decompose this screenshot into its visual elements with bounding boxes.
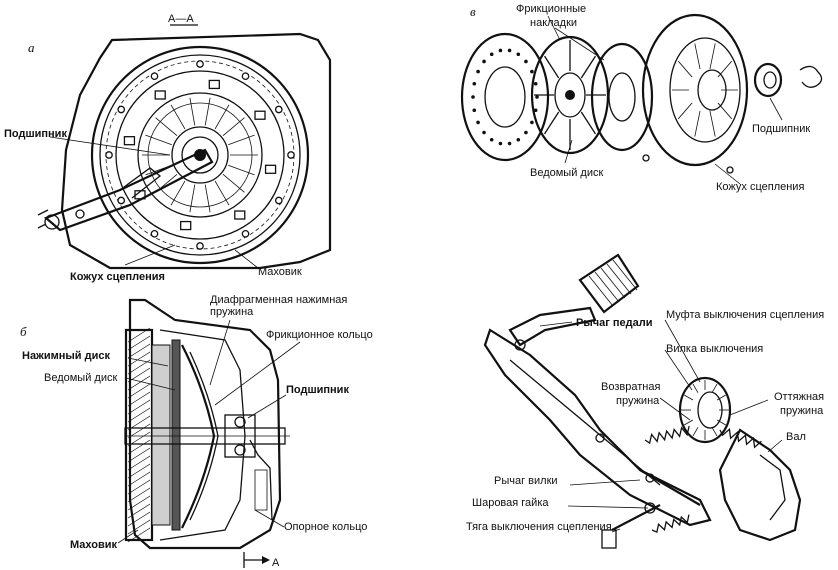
label-fork-lever: Рычаг вилки (494, 475, 558, 487)
label-support-ring: Опорное кольцо (284, 521, 367, 533)
label-bearing-b: Подшипник (286, 384, 349, 396)
label-ball-nut: Шаровая гайка (472, 497, 549, 509)
label-pullback-spring-1: Оттяжная (774, 391, 824, 403)
label-flywheel-b: Маховик (70, 539, 118, 551)
label-friction-linings-1: Фрикционные (516, 3, 586, 15)
label-release-rod: Тяга выключения сцепления (466, 521, 612, 533)
panel-b: б Диафрагменная нажимная пружина Фрикцио… (20, 294, 373, 569)
panel-v: в Фрикционные накладки Ведомый диск Подш… (460, 3, 823, 193)
label-release-fork: Вилка выключения (666, 343, 763, 355)
label-return-spring-1: Возвратная (601, 381, 660, 393)
label-friction-ring: Фрикционное кольцо (266, 329, 373, 341)
label-bearing-a: Подшипник (4, 128, 67, 140)
panel-b-letter: б (20, 324, 27, 339)
label-diaphragm-spring-2: пружина (210, 306, 254, 318)
panel-a: а А—А Подшипник Кожух сцепления Маховик (4, 13, 332, 283)
label-clutch-cover-a: Кожух сцепления (70, 271, 165, 283)
label-bearing-v: Подшипник (752, 123, 810, 135)
label-release-sleeve: Муфта выключения сцепления (666, 309, 824, 321)
label-pedal-lever: Рычаг педали (576, 317, 652, 329)
label-shaft: Вал (786, 431, 806, 443)
panel-v-letter: в (470, 4, 476, 19)
panel-a-letter: а (28, 40, 35, 55)
label-friction-linings-2: накладки (530, 17, 577, 29)
label-flywheel-a: Маховик (258, 266, 302, 278)
label-pressure-disc: Нажимный диск (22, 350, 110, 362)
label-section-arrow: А (272, 557, 280, 569)
label-return-spring-2: пружина (616, 395, 660, 407)
label-diaphragm-spring-1: Диафрагменная нажимная (210, 294, 347, 306)
label-driven-disc-b: Ведомый диск (44, 372, 117, 384)
label-clutch-cover-v: Кожух сцепления (716, 181, 804, 193)
label-pullback-spring-2: пружина (780, 405, 824, 417)
section-mark-a: А—А (168, 13, 194, 25)
label-driven-disc-v: Ведомый диск (530, 167, 603, 179)
panel-g: Рычаг педали Муфта выключения сцепления … (466, 253, 824, 549)
